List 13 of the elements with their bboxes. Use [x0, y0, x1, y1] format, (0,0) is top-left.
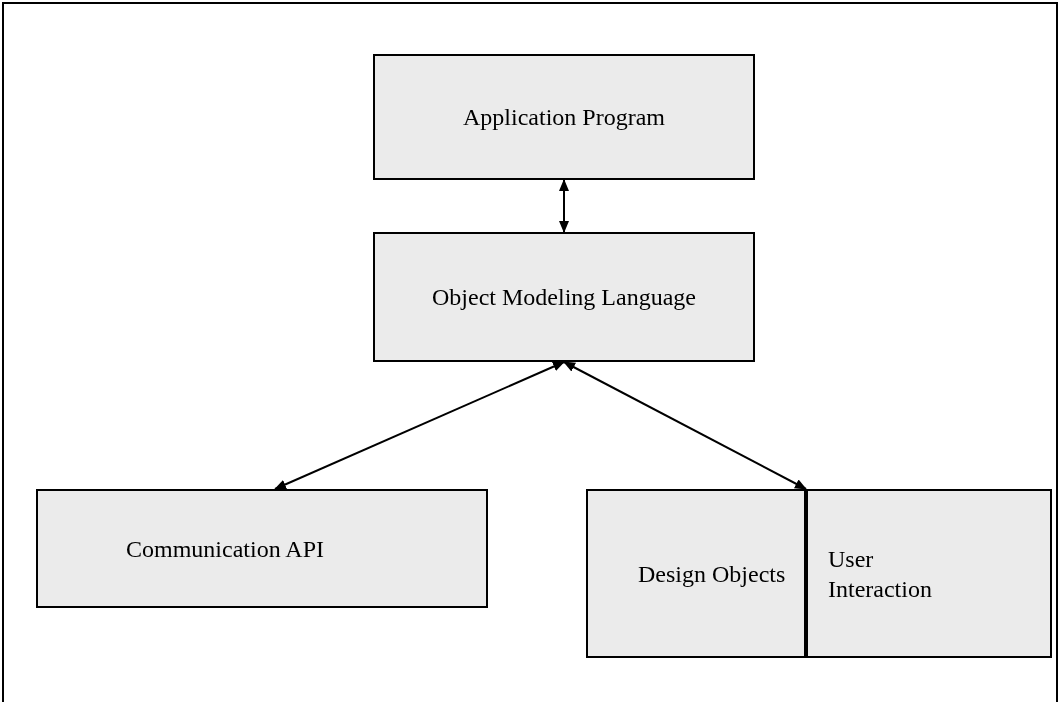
box-label: Design Objects: [638, 559, 786, 589]
process-box: [806, 489, 1052, 658]
box-label: Application Program: [463, 103, 665, 132]
process-box: [373, 232, 755, 362]
double-arrow: [563, 361, 807, 490]
process-box: [586, 489, 806, 658]
process-box: [373, 54, 755, 180]
box-label: User Interaction: [828, 544, 933, 604]
box-label: Communication API: [126, 534, 324, 564]
double-arrow: [559, 179, 569, 233]
double-arrow: [274, 361, 565, 490]
process-box: [36, 489, 488, 608]
box-label: Object Modeling Language: [432, 283, 696, 312]
